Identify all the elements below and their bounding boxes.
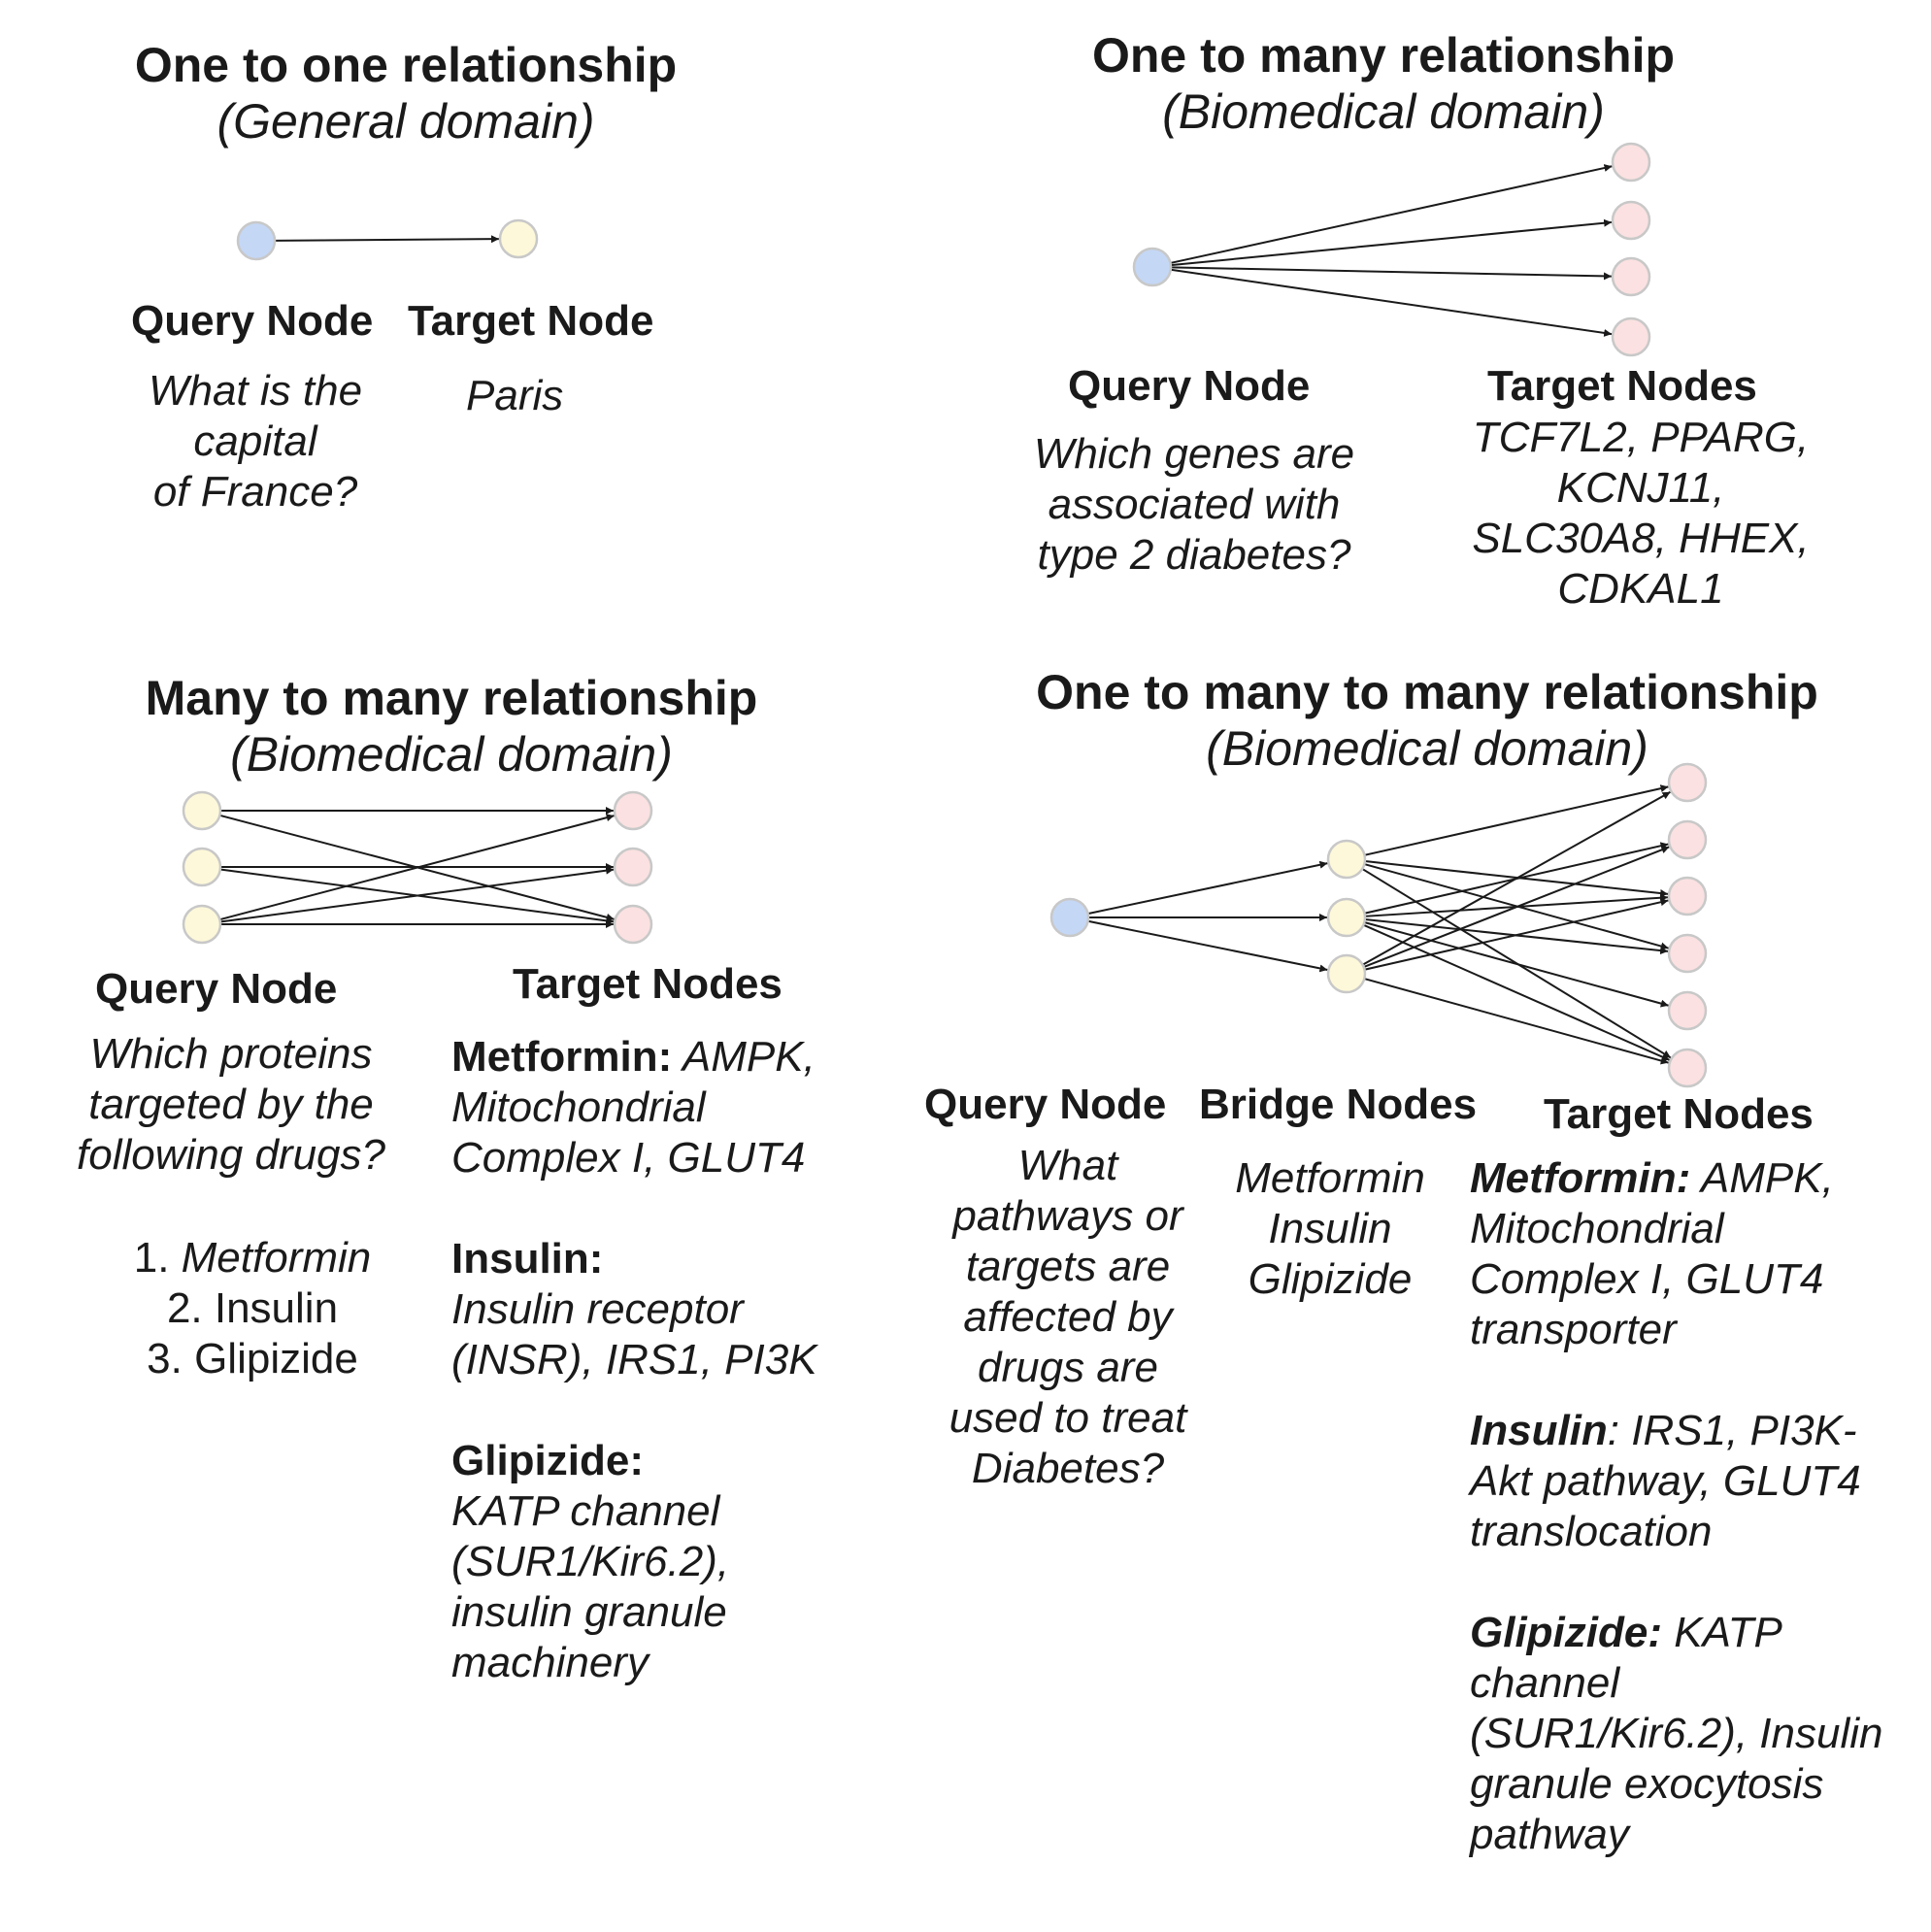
panel3-target-header: Target Nodes [513, 960, 782, 1008]
relationship-arrow [1364, 898, 1669, 971]
target-group-glipizide: Glipizide: KATP channel (SUR1/Kir6.2), i… [451, 1437, 730, 1686]
query-node [182, 790, 222, 831]
query-node [182, 847, 222, 887]
target-node [1667, 819, 1708, 860]
panel4-target-text: Metformin: AMPK, Mitochondrial Complex I… [1470, 1153, 1882, 1860]
panel4-subtitle: (Biomedical domain) [1206, 721, 1648, 776]
panel3-target-text: Metformin: AMPK, Mitochondrial Complex I… [451, 1032, 817, 1688]
panel2-target-text: TCF7L2, PPARG, KCNJ11, SLC30A8, HHEX, CD… [1472, 414, 1810, 613]
relationship-arrow [274, 235, 500, 244]
target-group-glipizide: Glipizide: KATP channel (SUR1/Kir6.2), I… [1470, 1609, 1883, 1858]
query-node [1132, 247, 1173, 287]
target-node [1611, 256, 1651, 297]
panel2-query-header: Query Node [1068, 362, 1311, 410]
target-node [613, 904, 653, 945]
drug-list-item: 2. Insulin [166, 1284, 339, 1332]
relationship-arrow [1170, 268, 1613, 337]
panel4-bridge-header: Bridge Nodes [1199, 1081, 1478, 1128]
bridge-node [1326, 839, 1367, 880]
panel2-title: One to many relationship [1091, 28, 1676, 83]
panel1-target-text: Paris [466, 372, 564, 419]
panel1-query-text: What is the capital of France? [148, 367, 363, 516]
relationship-arrow [1170, 218, 1613, 267]
target-node [1667, 933, 1708, 974]
relationship-arrow [219, 866, 615, 923]
panel3-title: Many to many relationship [145, 671, 758, 725]
panel1-title: One to one relationship [134, 38, 678, 92]
target-node [1611, 200, 1651, 241]
panel4-title: One to many to many relationship [1036, 665, 1818, 719]
target-node [1611, 316, 1651, 357]
query-node [182, 904, 222, 945]
panel4-query-header: Query Node [924, 1081, 1167, 1128]
panel1-subtitle: (General domain) [216, 94, 595, 149]
relationship-arrow [1363, 846, 1670, 968]
target-node [1667, 990, 1708, 1031]
relationship-arrow [219, 814, 615, 921]
target-node [1611, 142, 1651, 183]
relationship-arrow [1364, 978, 1669, 1065]
target-group-metformin: Metformin: AMPK, Mitochondrial Complex I… [451, 1033, 816, 1182]
query-node [1049, 897, 1090, 938]
target-node [1667, 876, 1708, 916]
target-group-insulin: Insulin: IRS1, PI3K- Akt pathway, GLUT4 … [1470, 1407, 1861, 1555]
drug-list-item: 1. Metformin [133, 1234, 372, 1282]
relationship-arrow [1170, 266, 1613, 281]
relationship-arrow [1087, 919, 1328, 973]
panel3-subtitle: (Biomedical domain) [230, 727, 673, 782]
bridge-node [1326, 953, 1367, 994]
bridge-node [1326, 897, 1367, 938]
panel4-query-text: What pathways or targets are affected by… [949, 1142, 1187, 1492]
target-group-insulin: Insulin: Insulin receptor (INSR), IRS1, … [451, 1235, 817, 1383]
panel3-query-text: Which proteins targeted by the following… [77, 1030, 385, 1179]
target-node [613, 790, 653, 831]
panel1-query-header: Query Node [131, 297, 374, 345]
panel1-target-header: Target Node [408, 297, 654, 345]
panel3-query-header: Query Node [95, 965, 338, 1013]
drug-list-item: 3. Glipizide [147, 1335, 358, 1382]
relationship-arrow [1362, 790, 1672, 966]
target-node [1667, 762, 1708, 803]
query-node [236, 220, 277, 261]
target-group-metformin: Metformin: AMPK, Mitochondrial Complex I… [1470, 1154, 1834, 1353]
target-node [498, 218, 539, 259]
target-node [613, 847, 653, 887]
target-node [1667, 1048, 1708, 1088]
panel2-target-header: Target Nodes [1487, 362, 1757, 410]
relationship-arrow [1364, 784, 1669, 856]
relationship-arrow [1170, 164, 1613, 264]
panel2-subtitle: (Biomedical domain) [1162, 84, 1605, 139]
panel4-bridge-text: Metformin Insulin Glipizide [1235, 1154, 1425, 1303]
panel3-drug-list: 1. Metformin 2. Insulin 3. Glipizide [107, 1233, 398, 1384]
panel2-query-text: Which genes are associated with type 2 d… [1033, 430, 1355, 579]
panel4-target-header: Target Nodes [1544, 1090, 1814, 1138]
relationship-arrow [1087, 860, 1328, 916]
